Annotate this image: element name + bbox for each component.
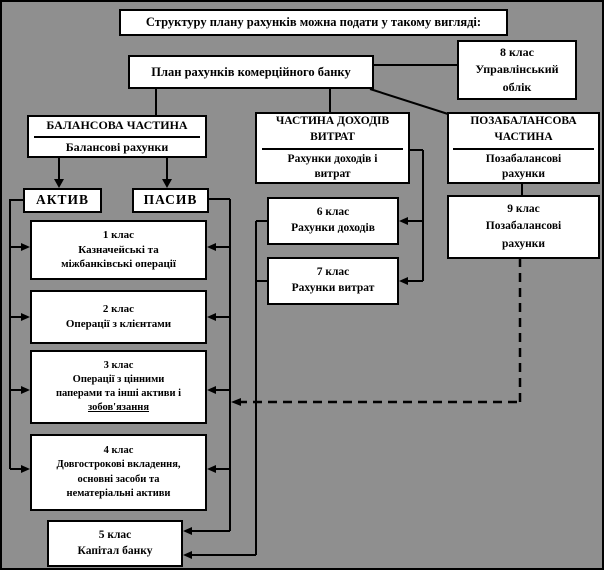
arrowhead-right-class4 <box>21 465 30 473</box>
arrowhead-dashed-class3 <box>231 398 241 406</box>
plan-text: План рахунків комерційного банку <box>151 64 351 79</box>
arrowhead-left-class5-bottom <box>183 551 192 559</box>
offbalance-header: ПОЗАБАЛАНСОВА ЧАСТИНА <box>453 113 594 150</box>
aktiv-text: АКТИВ <box>35 192 90 208</box>
arrowhead-down-pasiv <box>162 179 172 188</box>
class7-text: 7 клас Рахунки витрат <box>291 266 375 294</box>
balance-box: БАЛАНСОВА ЧАСТИНА Балансові рахунки <box>27 115 207 158</box>
class6-box: 6 клас Рахунки доходів <box>267 197 399 245</box>
class1-text: 1 клас Казначейські та міжбанківські опе… <box>61 228 176 271</box>
arrowhead-left-class4 <box>207 465 216 473</box>
arrowhead-left-class1 <box>207 243 216 251</box>
balance-header: БАЛАНСОВА ЧАСТИНА <box>34 117 200 138</box>
arrowhead-right-class3 <box>21 386 30 394</box>
class3-text: 3 клас Операції з цінними паперами та ін… <box>56 359 181 416</box>
balance-sub: Балансові рахунки <box>65 140 169 154</box>
class8-text: 8 клас Управлінський облік <box>475 45 559 94</box>
income-header: ЧАСТИНА ДОХОДІВ ВИТРАТ <box>261 113 404 150</box>
class2-box: 2 клас Операції з клієнтами <box>30 290 207 344</box>
class9-box: 9 клас Позабалансові рахунки <box>447 195 600 259</box>
offbalance-sub: Позабалансові рахунки <box>485 152 562 181</box>
pasiv-box: ПАСИВ <box>132 188 209 213</box>
class3-box: 3 клас Операції з цінними паперами та ін… <box>30 350 207 424</box>
class6-text: 6 клас Рахунки доходів <box>291 206 375 234</box>
arrowhead-right-class2 <box>21 313 30 321</box>
offbalance-box: ПОЗАБАЛАНСОВА ЧАСТИНА Позабалансові раху… <box>447 112 600 184</box>
class9-text: 9 клас Позабалансові рахунки <box>485 203 562 250</box>
class3-text-underlined: зобов'язання <box>87 402 150 414</box>
income-sub: Рахунки доходів і витрат <box>287 152 378 181</box>
class4-text: 4 клас Довгострокові вкладення, основні … <box>56 445 181 499</box>
class2-text: 2 клас Операції з клієнтами <box>65 303 172 330</box>
aktiv-box: АКТИВ <box>23 188 102 213</box>
class1-box: 1 клас Казначейські та міжбанківські опе… <box>30 220 207 280</box>
plan-box: План рахунків комерційного банку <box>128 55 374 89</box>
pasiv-text: ПАСИВ <box>143 192 198 208</box>
arrowhead-left-class2 <box>207 313 216 321</box>
arrowhead-left-class6 <box>399 217 408 225</box>
edge-plan-to-offbalance <box>369 88 449 115</box>
title-text: Структуру плану рахунків можна подати у … <box>145 15 482 30</box>
class3-text-main: 3 клас Операції з цінними паперами та ін… <box>55 359 182 399</box>
arrowhead-left-class5-top <box>183 527 192 535</box>
arrowhead-left-class7 <box>399 277 408 285</box>
class5-box: 5 клас Капітал банку <box>47 520 183 567</box>
class5-text: 5 клас Капітал банку <box>77 528 153 557</box>
class4-box: 4 клас Довгострокові вкладення, основні … <box>30 434 207 511</box>
class7-box: 7 клас Рахунки витрат <box>267 257 399 305</box>
arrowhead-left-class3 <box>207 386 216 394</box>
class8-box: 8 клас Управлінський облік <box>457 40 577 100</box>
arrowhead-down-aktiv <box>54 179 64 188</box>
title-box: Структуру плану рахунків можна подати у … <box>119 9 508 36</box>
income-box: ЧАСТИНА ДОХОДІВ ВИТРАТ Рахунки доходів і… <box>255 112 410 184</box>
arrowhead-right-class1 <box>21 243 30 251</box>
